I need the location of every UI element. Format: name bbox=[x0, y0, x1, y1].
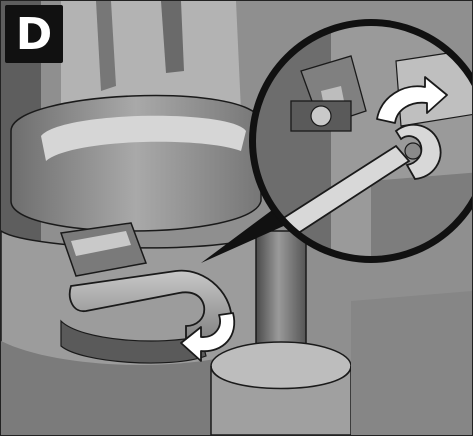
clamping-lever bbox=[68, 269, 233, 350]
lever-shadow-ring bbox=[60, 319, 207, 364]
column-slot bbox=[96, 1, 116, 91]
vertical-post bbox=[255, 230, 307, 362]
column-groove bbox=[161, 1, 184, 73]
open-end-wrench-icon bbox=[269, 123, 442, 245]
collar-ring bbox=[10, 94, 262, 232]
curved-arrow-down-left-icon bbox=[180, 312, 236, 362]
step-label: D bbox=[5, 5, 63, 63]
base-shadow bbox=[1, 341, 261, 435]
clamp-bracket-face bbox=[71, 231, 131, 256]
right-table bbox=[351, 291, 472, 435]
curved-arrow-right-icon bbox=[376, 76, 448, 124]
collar-highlight bbox=[41, 115, 246, 161]
magnified-detail-inset bbox=[249, 19, 472, 263]
post-base bbox=[210, 365, 352, 435]
